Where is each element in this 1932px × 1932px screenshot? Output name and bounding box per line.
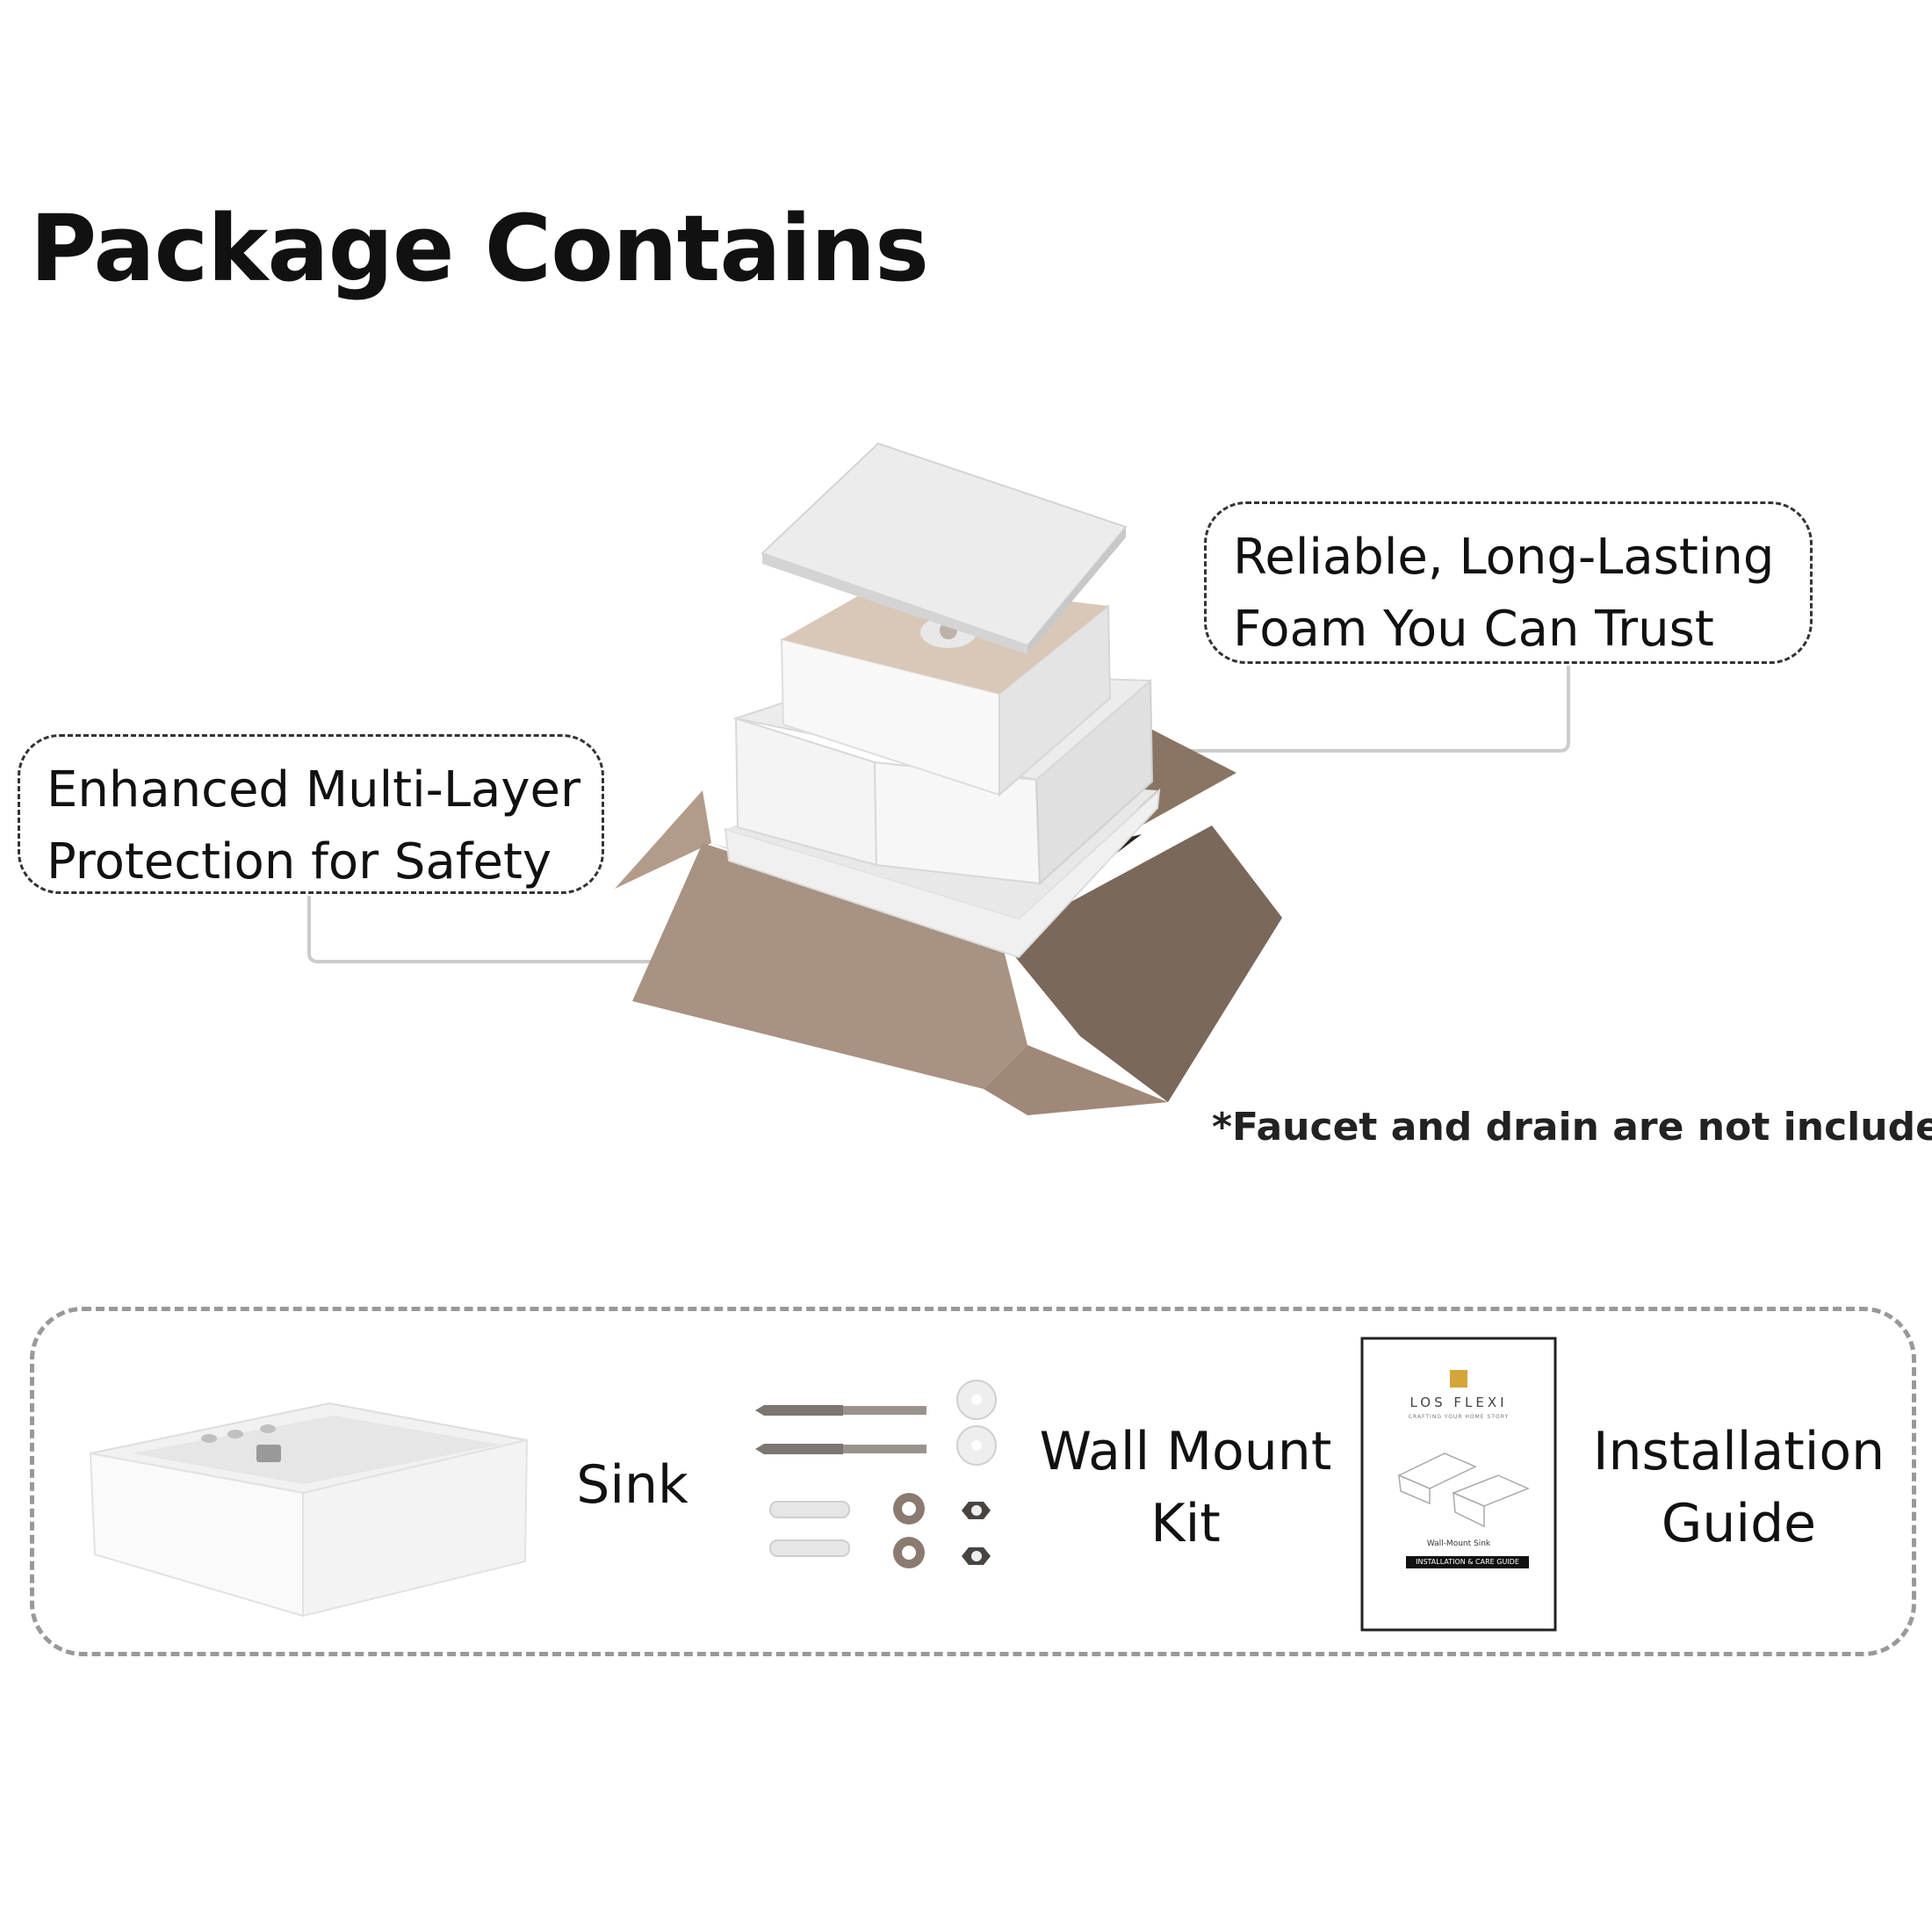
guide-tagline: CRAFTING YOUR HOME STORY bbox=[1408, 1414, 1510, 1420]
hanger-bolt-2 bbox=[755, 1444, 926, 1454]
installation-guide-booklet bbox=[1360, 1337, 1557, 1632]
item-label-installation-guide: Installation Guide bbox=[1581, 1416, 1897, 1560]
callout-multi-layer-protection: Enhanced Multi-Layer Protection for Safe… bbox=[18, 734, 604, 894]
hanger-bolt-1 bbox=[755, 1405, 926, 1416]
washers bbox=[893, 1380, 997, 1568]
item-label-sink: Sink bbox=[576, 1454, 688, 1516]
brand-logo-icon bbox=[1450, 1370, 1467, 1388]
wall-mount-kit-line-1: Wall Mount bbox=[1039, 1421, 1332, 1482]
right-connector-line bbox=[1138, 666, 1570, 753]
item-label-wall-mount-kit: Wall Mount Kit bbox=[1032, 1416, 1339, 1560]
callout-left-line-1: Enhanced Multi-Layer bbox=[47, 761, 580, 818]
callout-left-line-2: Protection for Safety bbox=[47, 833, 552, 890]
wall-mount-kit-line-2: Kit bbox=[1150, 1493, 1221, 1554]
guide-banner: INSTALLATION & CARE GUIDE bbox=[1416, 1558, 1519, 1566]
hex-nuts bbox=[962, 1502, 991, 1565]
installation-guide-line-1: Installation bbox=[1592, 1421, 1885, 1482]
left-connector-line bbox=[307, 896, 681, 963]
page-title: Package Contains bbox=[30, 195, 929, 302]
disclaimer-note: *Faucet and drain are not included. bbox=[1212, 1105, 1932, 1150]
installation-guide-line-2: Guide bbox=[1661, 1493, 1817, 1554]
guide-product: Wall-Mount Sink bbox=[1426, 1539, 1491, 1548]
wall-mount-kit bbox=[755, 1380, 997, 1568]
package-contents-panel bbox=[30, 1307, 1916, 1656]
sink-product bbox=[89, 1402, 529, 1618]
callout-right-line-2: Foam You Can Trust bbox=[1233, 601, 1714, 658]
callout-right-line-1: Reliable, Long-Lasting bbox=[1233, 529, 1775, 586]
guide-brand: LOS FLEXI bbox=[1409, 1395, 1508, 1410]
wall-anchors bbox=[769, 1501, 850, 1557]
callout-foam-reliability: Reliable, Long-Lasting Foam You Can Trus… bbox=[1204, 501, 1813, 664]
